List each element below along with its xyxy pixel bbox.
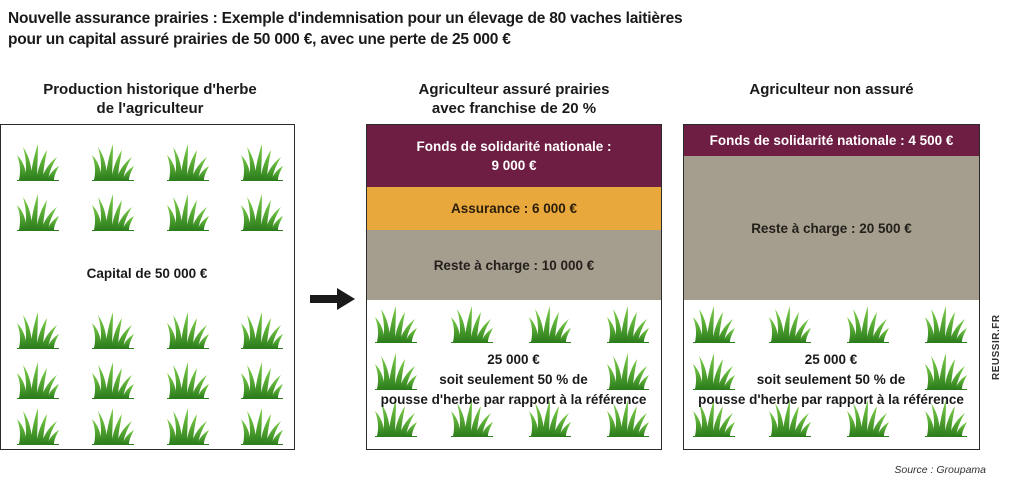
historic-production-box: Capital de 50 000 € — [0, 124, 295, 450]
result-reference: pousse d'herbe par rapport à la référenc… — [698, 392, 964, 407]
remaining-label: Reste à charge : 20 500 € — [751, 220, 912, 236]
insured-column-title: Agriculteur assuré prairies avec franchi… — [366, 80, 662, 118]
uninsured-title: Agriculteur non assuré — [749, 81, 914, 98]
grass-icon — [167, 407, 209, 445]
grass-icon — [92, 361, 134, 399]
grass-icon — [241, 407, 283, 445]
fund-band: Fonds de solidarité nationale : 4 500 € — [684, 125, 979, 156]
grass-icon — [92, 143, 134, 181]
grass-icon — [241, 193, 283, 231]
grass-icon — [925, 305, 967, 343]
historic-title-line-2: de l'agriculteur — [96, 100, 204, 117]
result-percent: soit seulement 50 % de — [439, 372, 588, 387]
grass-icon — [607, 305, 649, 343]
title-line-1: Nouvelle assurance prairies : Exemple d'… — [8, 10, 683, 27]
grass-icon — [529, 305, 571, 343]
grass-icon — [769, 305, 811, 343]
uninsured-result-text: 25 000 € soit seulement 50 % de pousse d… — [688, 350, 974, 410]
insured-title-line-1: Agriculteur assuré prairies — [418, 81, 610, 98]
uninsured-column-title: Agriculteur non assuré — [683, 80, 980, 99]
fund-band: Fonds de solidarité nationale : 9 000 € — [367, 125, 661, 187]
grass-icon — [241, 143, 283, 181]
capital-label: Capital de 50 000 € — [86, 266, 208, 281]
historic-column-title: Production historique d'herbe de l'agric… — [0, 80, 300, 118]
grass-icon — [241, 361, 283, 399]
chart-title: Nouvelle assurance prairies : Exemple d'… — [8, 8, 683, 50]
fund-line-2: 9 000 € — [491, 158, 537, 173]
remaining-band: Reste à charge : 20 500 € — [684, 156, 979, 300]
remaining-label: Reste à charge : 10 000 € — [433, 257, 595, 273]
historic-title-line-1: Production historique d'herbe — [43, 81, 257, 98]
fund-label: Fonds de solidarité nationale : 4 500 € — [709, 133, 954, 148]
grass-icon — [92, 193, 134, 231]
grass-icon — [17, 407, 59, 445]
grass-icon — [92, 407, 134, 445]
grass-icon — [92, 311, 134, 349]
insurance-label: Assurance : 6 000 € — [450, 201, 578, 216]
result-amount: 25 000 € — [804, 352, 858, 367]
grass-icon — [17, 143, 59, 181]
grass-icon — [167, 311, 209, 349]
arrow-right-icon — [310, 288, 355, 310]
result-reference: pousse d'herbe par rapport à la référenc… — [380, 392, 647, 407]
grass-icon — [17, 361, 59, 399]
insurance-band: Assurance : 6 000 € — [367, 187, 661, 230]
result-amount: 25 000 € — [487, 352, 540, 367]
grass-icon — [847, 305, 889, 343]
remaining-band: Reste à charge : 10 000 € — [367, 230, 661, 300]
fund-line-1: Fonds de solidarité nationale : — [416, 139, 612, 154]
grass-icon — [451, 305, 493, 343]
grass-icon — [17, 193, 59, 231]
grass-icon — [167, 193, 209, 231]
result-percent: soit seulement 50 % de — [756, 372, 906, 387]
grass-icon — [241, 311, 283, 349]
grass-icon — [375, 305, 417, 343]
uninsured-farmer-box: Fonds de solidarité nationale : 4 500 € … — [683, 124, 980, 450]
insured-farmer-box: Fonds de solidarité nationale : 9 000 € … — [366, 124, 662, 450]
title-line-2: pour un capital assuré prairies de 50 00… — [8, 31, 511, 48]
insured-title-line-2: avec franchise de 20 % — [431, 100, 597, 117]
grass-icon — [17, 311, 59, 349]
credit-label: REUSSIR.FR — [991, 314, 1002, 380]
grass-icon — [167, 361, 209, 399]
grass-icon — [693, 305, 735, 343]
grass-icon — [167, 143, 209, 181]
insured-result-text: 25 000 € soit seulement 50 % de pousse d… — [371, 350, 656, 410]
source-note: Source : Groupama — [894, 464, 986, 476]
